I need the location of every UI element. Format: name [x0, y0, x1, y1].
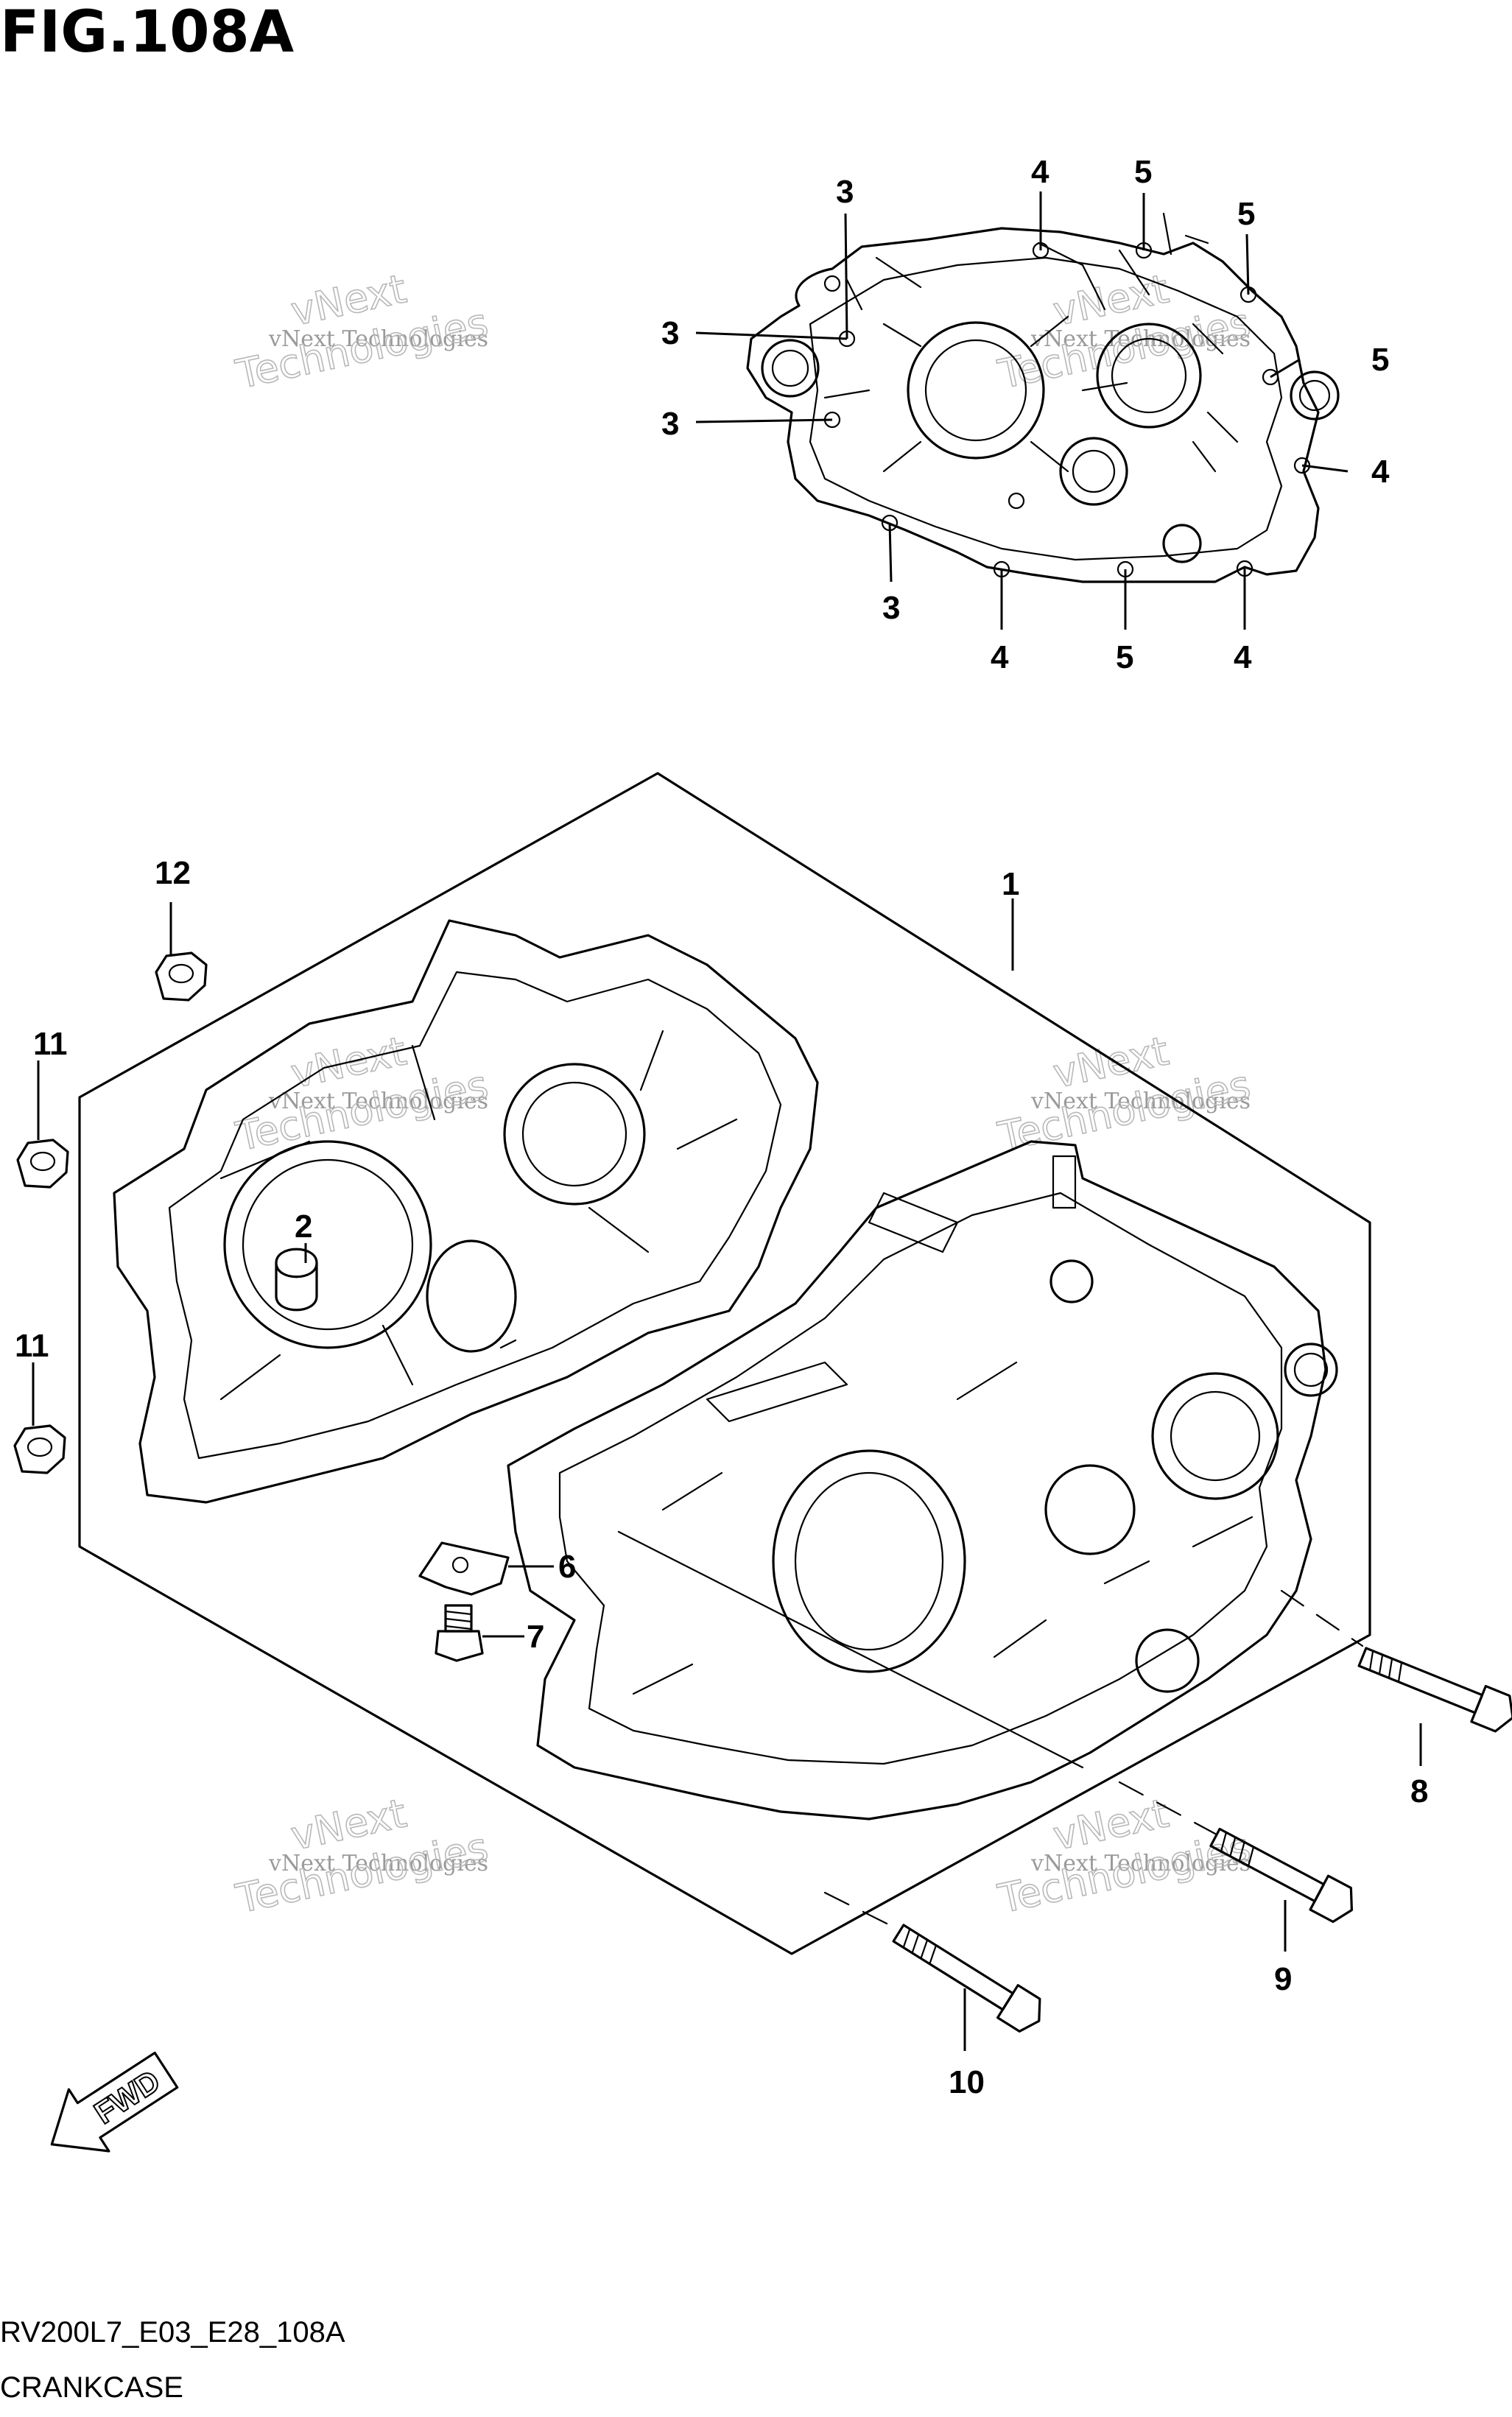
crankcase-half-webs	[845, 242, 1239, 473]
crankshaft-bore	[907, 321, 1045, 460]
right-half-oil-seal	[1284, 1343, 1338, 1397]
transmission-bore-inner	[1111, 337, 1187, 414]
diagram-caption: CRANKCASE	[0, 2371, 183, 2404]
right-half-inner-rim	[558, 1192, 1283, 1765]
right-crankcase-half	[507, 1140, 1327, 1820]
callout-11: 11	[15, 1328, 49, 1364]
callout-5: 5	[1116, 639, 1133, 675]
dowel-pin	[275, 1248, 318, 1312]
right-half-webs	[632, 1361, 1253, 1695]
right-half-oil-seal-inner	[1293, 1352, 1329, 1387]
oil-seal-boss	[1290, 370, 1340, 421]
callout-12: 12	[155, 855, 191, 891]
callout-4: 4	[991, 639, 1009, 675]
left-half-crank-bore	[223, 1140, 432, 1349]
countershaft-bore	[1059, 437, 1128, 506]
watermark-small: vNext Technologies	[268, 1088, 488, 1114]
part-11-nut	[13, 1424, 66, 1474]
bolt-hole	[1262, 368, 1279, 386]
bearing-boss-left	[761, 339, 820, 398]
part-12-nut	[155, 951, 208, 1002]
part-8-bolt	[1357, 1647, 1512, 1733]
crankshaft-bore-inner	[924, 339, 1027, 442]
callout-8: 8	[1410, 1773, 1428, 1809]
callout-5: 5	[1237, 196, 1255, 232]
left-half-webs	[219, 1030, 738, 1401]
part-7-bolt	[435, 1604, 484, 1662]
callout-10: 10	[949, 2064, 985, 2100]
callout-2: 2	[295, 1208, 312, 1245]
right-half-shift-boss	[1135, 1628, 1200, 1693]
callout-3: 3	[882, 590, 900, 626]
watermark-small: vNext Technologies	[1030, 1088, 1251, 1114]
part-10-bolt	[892, 1924, 1041, 2033]
leader-lines-main	[32, 898, 1422, 2051]
callout-3: 3	[661, 315, 679, 351]
callout-5: 5	[1371, 342, 1389, 378]
crankcase-upper-view: 3 3 3 3 4 5 5 5 4 4 5 4	[661, 154, 1390, 675]
part-11-nut	[16, 1139, 69, 1189]
callout-11: 11	[33, 1026, 68, 1062]
crankshaft-bore-ribs	[823, 315, 1128, 473]
callout-5: 5	[1134, 154, 1152, 190]
left-half-transmission-bore-inner	[521, 1081, 627, 1187]
right-half-shaft-bore	[1044, 1464, 1136, 1555]
right-half-top-pads	[706, 1192, 959, 1423]
callout-4: 4	[1371, 454, 1390, 490]
figure-title: FIG.108A	[0, 0, 294, 66]
callout-3: 3	[661, 406, 679, 442]
diagram-code: RV200L7_E03_E28_108A	[0, 2316, 345, 2349]
callout-6: 6	[558, 1549, 576, 1585]
callout-1: 1	[1002, 866, 1019, 902]
right-half-bearing-boss	[1151, 1372, 1279, 1500]
shift-shaft-boss	[1162, 524, 1202, 563]
callout-4: 4	[1234, 639, 1252, 675]
callout-4: 4	[1031, 154, 1049, 190]
watermark-small: vNext Technologies	[268, 326, 488, 352]
callout-7: 7	[527, 1619, 544, 1655]
right-half-crank-bore-inner	[794, 1471, 944, 1651]
watermark-small: vNext Technologies	[1030, 1851, 1251, 1876]
right-half-bearing-boss-inner	[1170, 1390, 1261, 1482]
breather-stub	[1162, 212, 1209, 256]
countershaft-bore-inner	[1072, 449, 1116, 493]
part-6-clamp	[418, 1541, 510, 1596]
callout-3: 3	[836, 174, 854, 210]
watermark-small: vNext Technologies	[268, 1851, 488, 1876]
left-half-inner-rim	[168, 971, 782, 1460]
left-half-crank-bore-inner	[242, 1158, 414, 1331]
crankcase-half-inner-rim	[809, 256, 1283, 561]
left-crankcase-half	[113, 919, 819, 1504]
leader-lines-upper	[695, 191, 1349, 630]
left-half-transmission-bore	[503, 1063, 646, 1206]
watermarks: vNext Technologies vNext Technologies vN…	[231, 265, 1255, 1923]
bolt-installation-lines	[823, 1589, 1364, 1931]
bolt-hole	[823, 275, 841, 292]
breather-pipe	[1052, 1155, 1077, 1209]
right-half-top-boss	[1049, 1259, 1094, 1304]
assembly-frame	[78, 772, 1371, 1955]
right-half-crank-bore	[772, 1449, 966, 1673]
crankcase-split-line	[617, 1530, 1084, 1769]
bearing-boss-left-inner	[771, 349, 809, 387]
left-half-countershaft-bore	[426, 1239, 517, 1353]
callout-9: 9	[1274, 1961, 1292, 1997]
crankcase-main-view: 1 2 6 7 8 9 10 11 11 12	[13, 772, 1512, 2100]
crankcase-half-outline	[746, 227, 1320, 583]
bolt-hole	[1008, 492, 1025, 510]
transmission-bore	[1096, 323, 1202, 429]
fwd-arrow: FWD	[50, 2051, 179, 2153]
oil-seal-boss-inner	[1298, 379, 1331, 412]
part-9-bolt	[1209, 1827, 1354, 1924]
